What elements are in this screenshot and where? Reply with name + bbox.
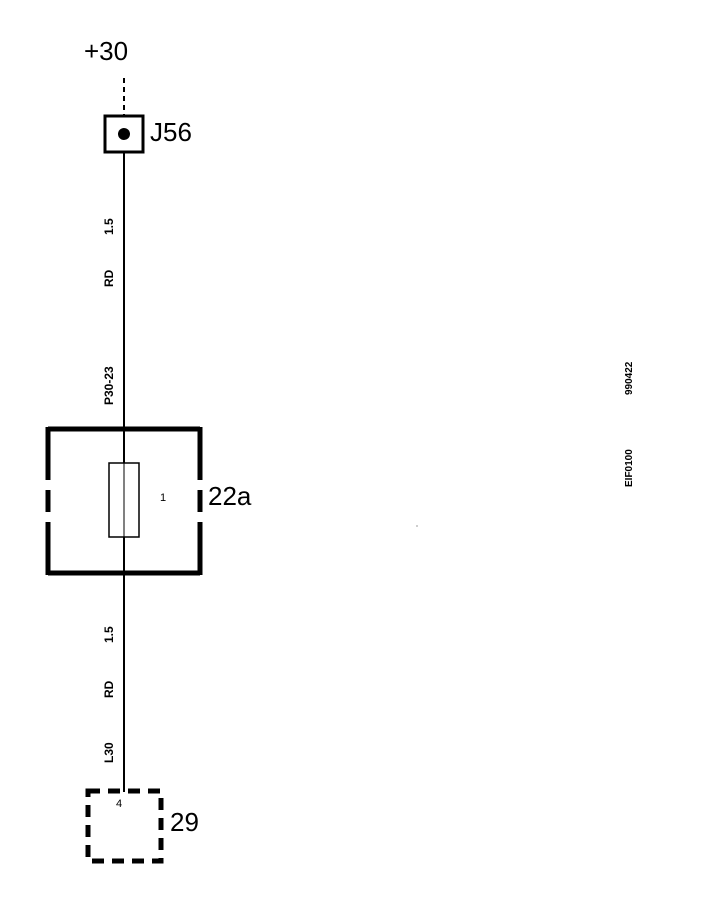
wire-bottom-color: RD — [102, 680, 116, 698]
fuse-box-label: 22a — [208, 481, 252, 511]
speck — [416, 525, 418, 527]
connector-j56-label: J56 — [150, 117, 192, 147]
date-code: 990422 — [624, 361, 635, 395]
wire-bottom-size: 1.5 — [102, 626, 116, 643]
connector-29-label: 29 — [170, 807, 199, 837]
wire-bottom-id: L30 — [102, 742, 116, 763]
fuse-number: 1 — [160, 492, 166, 504]
connector-29-box — [85, 788, 164, 864]
supply-label: +30 — [84, 36, 128, 66]
wire-top-size: 1.5 — [102, 218, 116, 235]
figure-code: EIF0100 — [624, 449, 635, 487]
connector-j56 — [103, 114, 145, 154]
wire-top-id: P30-23 — [102, 366, 116, 405]
fuse-box — [45, 426, 203, 576]
connector-j56-dot — [118, 128, 130, 140]
wire-top-color: RD — [102, 269, 116, 287]
connector-29-pin: 4 — [116, 798, 122, 810]
